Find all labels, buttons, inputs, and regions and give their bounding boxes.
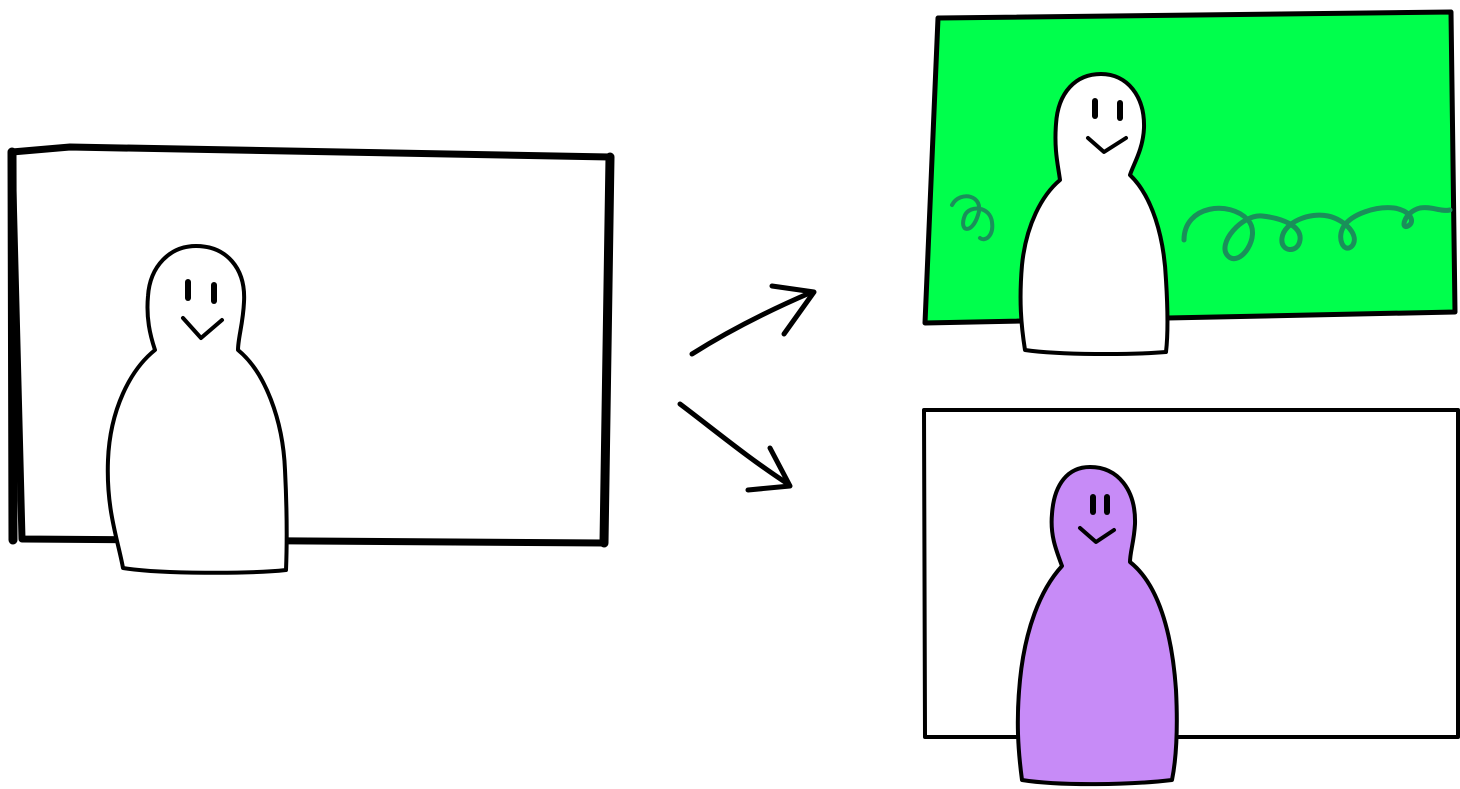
result-panel-green <box>922 9 1458 357</box>
green-figure-body <box>1018 72 1170 357</box>
squiggle-right <box>1181 205 1453 261</box>
green-squiggles <box>950 194 1453 261</box>
source-frame <box>8 143 614 547</box>
arrow-up-right <box>689 283 817 357</box>
green-background <box>922 9 1458 326</box>
source-frame-right-edge <box>599 152 615 548</box>
source-panel <box>7 143 615 575</box>
source-figure-body <box>105 244 289 575</box>
result-panel-purple <box>922 408 1460 787</box>
green-figure-smile <box>1086 136 1128 154</box>
arrow-down-right <box>677 401 793 493</box>
green-panel-figure <box>1018 72 1170 357</box>
purple-figure-smile <box>1078 526 1116 544</box>
source-figure-smile <box>181 316 224 340</box>
source-frame-left-edge <box>7 147 18 545</box>
source-figure <box>105 244 289 575</box>
purple-figure <box>1015 465 1179 787</box>
squiggle-left <box>950 194 995 242</box>
bottom-frame <box>922 408 1460 739</box>
arrows <box>677 283 817 493</box>
purple-figure-body <box>1015 465 1179 787</box>
